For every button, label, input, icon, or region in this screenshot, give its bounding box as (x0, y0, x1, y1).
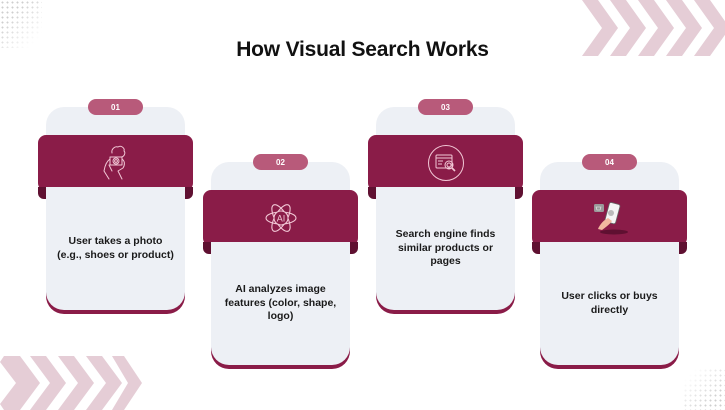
chevron-decoration-top (582, 0, 725, 56)
step-card-1: User takes a photo (e.g., shoes or produ… (38, 99, 193, 319)
step-number-badge: 02 (253, 154, 308, 170)
photographer-icon (96, 143, 136, 183)
step-band (368, 135, 523, 191)
step-description: User takes a photo (e.g., shoes or produ… (57, 235, 174, 261)
step-number-badge: 01 (88, 99, 143, 115)
dot-grid-decoration (0, 0, 42, 48)
step-card-2: AI analyzes image features (color, shape… (203, 154, 358, 374)
page-title: How Visual Search Works (236, 38, 489, 61)
phone-cart-tap-icon (590, 198, 630, 238)
step-number-badge: 04 (582, 154, 637, 170)
step-band (38, 135, 193, 191)
step-description: AI analyzes image features (color, shape… (224, 283, 337, 323)
chevron-decoration-bottom (0, 356, 145, 410)
ai-atom-icon: AI (261, 198, 301, 238)
step-description: User clicks or buys directly (561, 290, 658, 316)
step-card-4: User clicks or buys directly 04 (532, 154, 687, 374)
dot-grid-decoration (683, 368, 725, 410)
step-number-badge: 03 (418, 99, 473, 115)
svg-text:AI: AI (276, 214, 285, 224)
step-card-3: Search engine finds similar products or … (368, 99, 523, 319)
step-description: Search engine finds similar products or … (395, 228, 496, 268)
web-search-icon (426, 143, 466, 183)
